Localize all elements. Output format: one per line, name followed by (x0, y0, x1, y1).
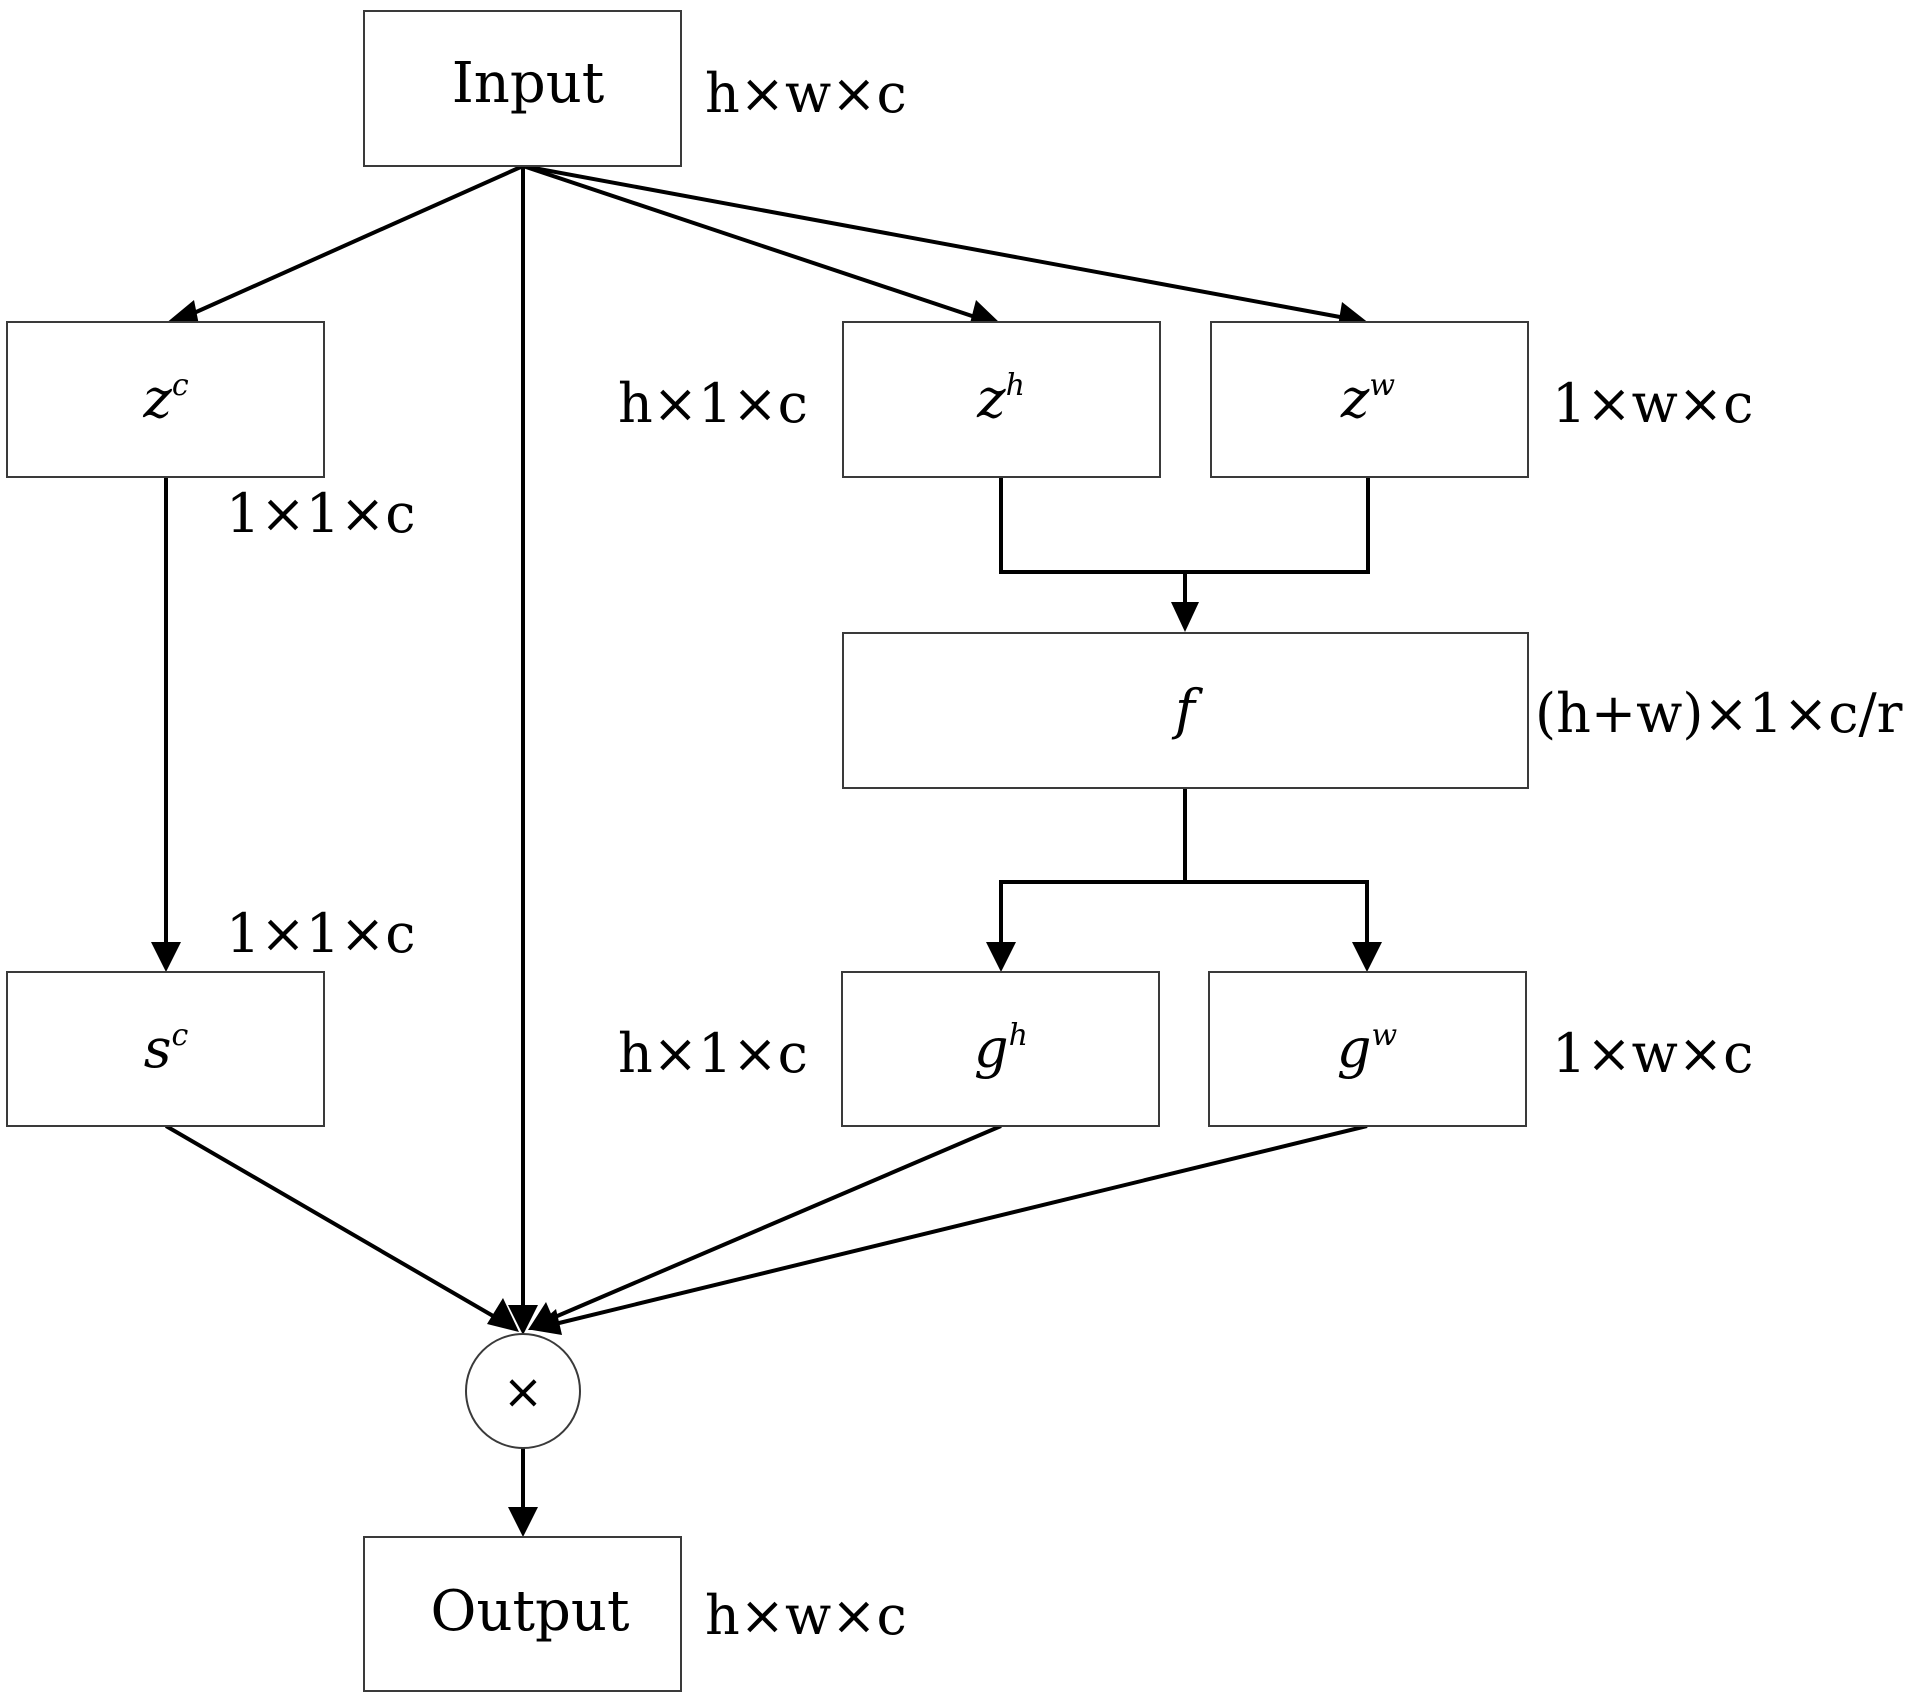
node-gh: gh (841, 971, 1160, 1127)
zc-dim: 1×1×c (226, 482, 415, 545)
node-multiply: × (465, 1333, 581, 1449)
zw-box (1210, 321, 1529, 478)
edge-input-to-zh (522, 164, 976, 319)
f-dim: (h+w)×1×c/r (1535, 682, 1903, 745)
edge-zh-zw-merge (999, 477, 1370, 574)
arrowhead-f (1171, 602, 1199, 632)
zh-sup: h (1006, 368, 1025, 403)
node-zh: zh (842, 321, 1161, 478)
gw-base: g (1337, 1017, 1372, 1080)
f-box (842, 632, 1529, 789)
zc-base: z (142, 367, 172, 430)
zh-box (842, 321, 1161, 478)
arrowhead-gh (986, 942, 1016, 972)
edge-input-to-zc (184, 164, 524, 319)
edge-input-to-zw (522, 164, 1341, 319)
sc-box (6, 971, 325, 1127)
gw-label: gw (1337, 1017, 1398, 1080)
multiply-circle (465, 1333, 581, 1449)
sc-sup: c (171, 1018, 188, 1053)
node-zw: zw (1210, 321, 1529, 478)
gh-sup: h (1009, 1018, 1028, 1053)
sc-base: s (144, 1017, 172, 1080)
gh-box (841, 971, 1160, 1127)
zw-base: z (1340, 367, 1370, 430)
zw-dim: 1×w×c (1552, 372, 1753, 435)
arrowhead-sc (151, 942, 181, 972)
arrowhead-multiply-from-gw (532, 1309, 562, 1335)
gh-dim: h×1×c (618, 1022, 808, 1085)
output-box (363, 1536, 682, 1692)
gw-dim: 1×w×c (1552, 1022, 1753, 1085)
node-zc: zc (6, 321, 325, 478)
input-dim: h×w×c (705, 62, 907, 125)
zh-dim: h×1×c (618, 372, 808, 435)
arrowhead-gw (1352, 942, 1382, 972)
zh-base: z (976, 367, 1006, 430)
sc-dim: 1×1×c (226, 902, 415, 965)
zh-label: zh (976, 367, 1025, 430)
output-dim: h×w×c (705, 1584, 907, 1647)
zc-label: zc (142, 367, 188, 430)
gh-label: gh (974, 1017, 1028, 1080)
input-box (363, 10, 682, 167)
sc-label: sc (144, 1017, 189, 1080)
gw-sup: w (1371, 1018, 1397, 1053)
zc-box (6, 321, 325, 478)
edge-sc-to-multiply (164, 1124, 502, 1322)
node-input: Input (363, 10, 682, 167)
node-sc: sc (6, 971, 325, 1127)
zc-sup: c (172, 368, 189, 403)
edges (151, 164, 1382, 1537)
edge-gh-to-multiply (547, 1124, 1002, 1322)
output-label: Output (431, 1579, 630, 1644)
arrowhead-multiply-from-input (508, 1305, 538, 1335)
arrowhead-output (508, 1507, 538, 1537)
arrowhead-multiply-from-sc (487, 1298, 519, 1332)
zw-label: zw (1340, 367, 1395, 430)
input-label: Input (452, 51, 605, 116)
zw-sup: w (1369, 368, 1395, 403)
multiply-icon: × (503, 1364, 543, 1420)
node-f: f (842, 632, 1529, 789)
node-gw: gw (1208, 971, 1527, 1127)
gw-box (1208, 971, 1527, 1127)
edge-split-branches (999, 880, 1369, 942)
edge-gw-to-multiply (554, 1124, 1368, 1326)
node-output: Output (363, 1536, 682, 1692)
gh-base: g (974, 1017, 1009, 1080)
